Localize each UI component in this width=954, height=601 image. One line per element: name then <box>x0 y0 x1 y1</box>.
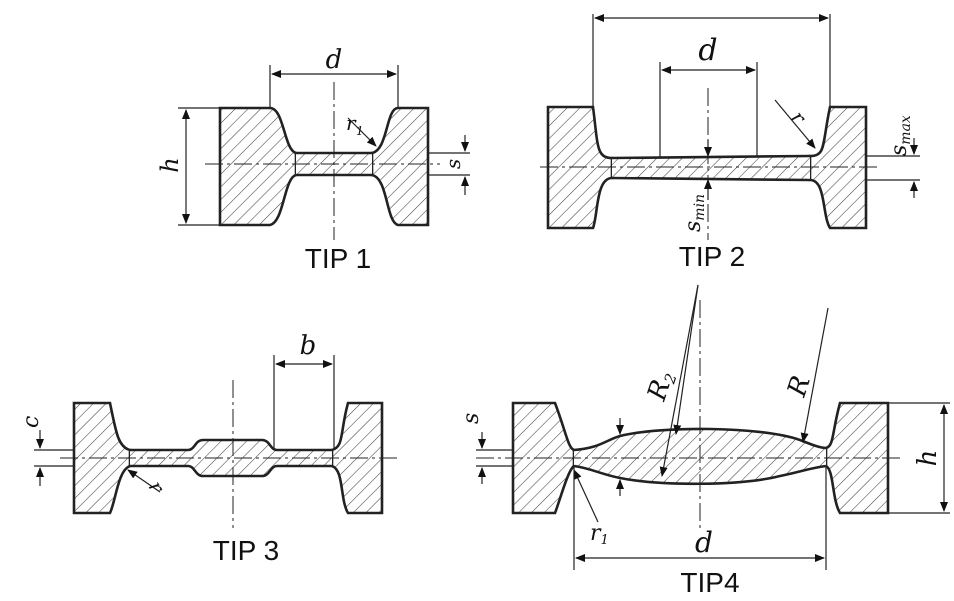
tip3-r1-leader <box>127 469 161 493</box>
tip1-d-label: d <box>326 45 343 75</box>
tip2-smax-label: smax <box>887 115 914 156</box>
tip4-r2-leader-b <box>673 284 699 435</box>
tip4-r-leader <box>800 307 829 443</box>
tip3-diagram: b c r TIP 3 <box>19 331 400 566</box>
tip1-r1-leader <box>347 117 377 147</box>
tip2-r1-leader <box>774 99 816 149</box>
tip4-diagram: R2 R s h r1 d TIP4 <box>459 284 950 598</box>
tip1-r1-label: r <box>346 111 357 135</box>
tip1-section-right <box>370 106 430 227</box>
tip1-diagram: d h s r 1 TIP 1 <box>156 45 470 274</box>
tip4-r2-label: R2 <box>642 367 681 405</box>
tip1-section-left <box>218 106 298 227</box>
tip4-r1-label: r1 <box>590 521 609 548</box>
tip3-title: TIP 3 <box>213 535 279 566</box>
tip2-web <box>612 156 810 180</box>
tip3-b-label: b <box>300 331 317 361</box>
tip3-r1-label: r <box>144 477 170 499</box>
tip1-r1-sub: 1 <box>356 124 364 138</box>
tip2-d-label: d <box>698 33 717 68</box>
tip4-title: TIP4 <box>680 567 739 598</box>
tip4-d-label: d <box>695 526 713 559</box>
tip2-title: TIP 2 <box>679 241 745 272</box>
tip4-r1-leader <box>573 469 599 523</box>
tip3-web <box>130 440 332 476</box>
tip4-s-label: s <box>459 413 484 424</box>
tip3-c-label: c <box>19 416 44 428</box>
tip4-r2-leader-a <box>659 284 699 477</box>
tip2-diagram: d r smax smin TIP 2 <box>540 14 920 272</box>
tip4-r-label: R <box>782 372 817 401</box>
tip1-s-label: s <box>441 159 465 169</box>
tip1-title: TIP 1 <box>305 243 371 274</box>
tip2-r1-label: r <box>786 106 811 130</box>
tip4-h-label: h <box>913 450 943 467</box>
tip1-h-label: h <box>156 157 184 172</box>
tip2-smin-label: smin <box>681 194 708 232</box>
